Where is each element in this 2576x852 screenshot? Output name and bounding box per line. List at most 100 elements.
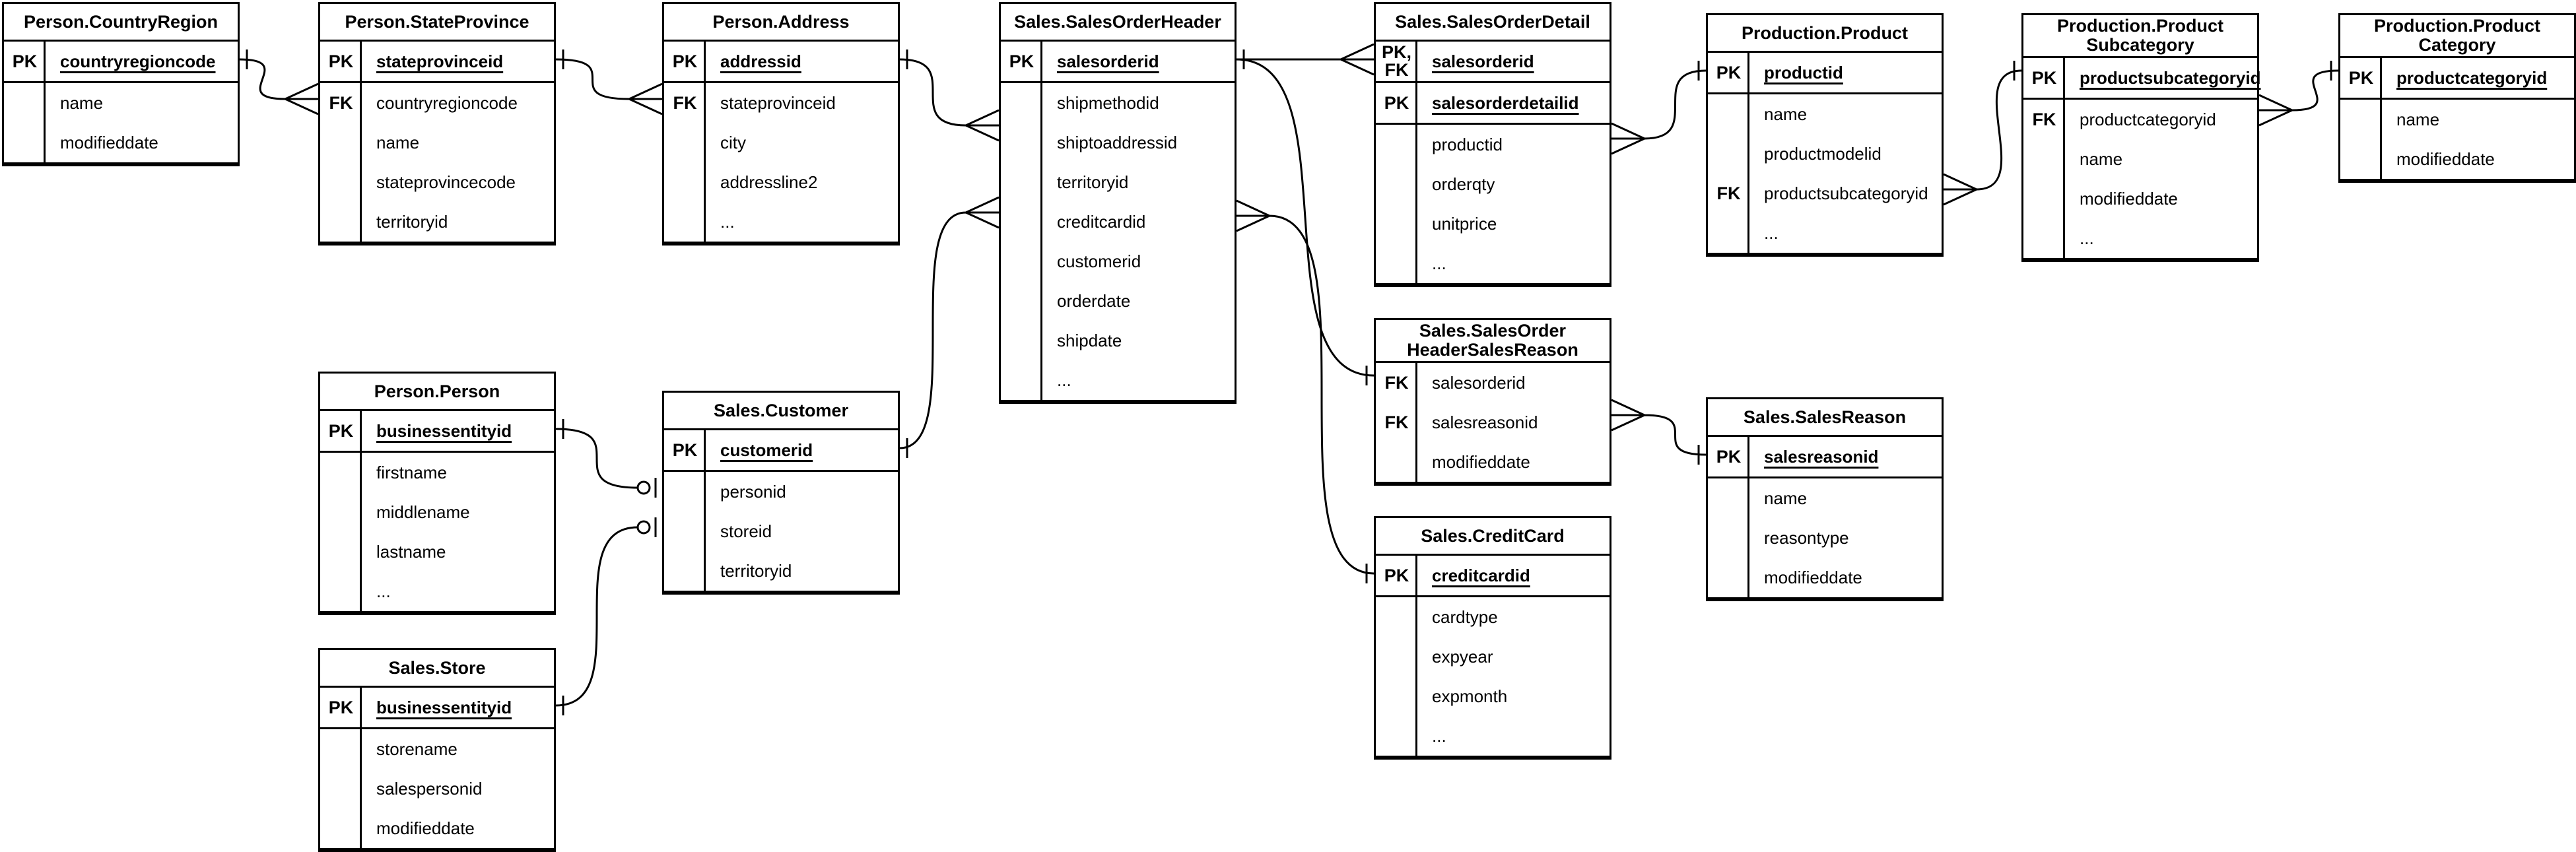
key-label: PK [2031,67,2057,88]
field-name: modifieddate [376,818,475,838]
field-name: name [2080,148,2123,169]
key-label: PK [1716,62,1742,82]
field-name: storename [376,738,458,759]
pk-field-name: businessentityid [376,697,512,717]
field-name: name [2396,109,2440,129]
key-column-divider [360,688,362,850]
field-name: shiptoaddressid [1057,132,1178,152]
field-row: personid [664,472,898,511]
field-row: expmonth [1376,676,1610,716]
field-row: middlename [320,492,554,532]
field-name: orderqty [1432,174,1495,194]
field-row: ... [320,572,554,611]
field-row: territoryid [664,551,898,591]
key-label: PK [328,51,354,71]
pk-field-name: productcategoryid [2396,67,2548,88]
table-title: Sales.SalesOrderDetail [1376,4,1610,42]
table-title-line: Category [2418,35,2496,55]
table-title: Production.Product [1708,15,1942,53]
table-title: Person.Person [320,374,554,411]
key-label: PK [1384,565,1409,585]
field-row: storename [320,729,554,769]
field-name: firstname [376,462,447,482]
pk-field-name: salesreasonid [1764,446,1879,467]
key-label: PK [12,51,38,71]
field-row: PK productid [1708,53,1942,92]
table-title: Person.Address [664,4,898,42]
table-title-line: Person.Person [374,381,500,401]
field-row: name [2340,100,2574,139]
zero-or-one-circle [636,480,651,495]
field-row: territoryid [320,202,554,242]
key-label: FK [673,92,697,113]
field-row: orderqty [1376,164,1610,204]
field-row: salespersonid [320,769,554,808]
field-row: name [320,123,554,162]
field-name: stateprovincecode [376,172,516,192]
field-name: ... [1764,222,1779,243]
field-name: shipdate [1057,330,1122,350]
table-title: Person.CountryRegion [4,4,238,42]
key-column-divider [704,430,706,593]
connector-Sales-SalesOrderDetail-Production-Product [1611,61,1707,155]
table-title-line: Production.Product [2057,16,2223,36]
field-name: ... [720,211,735,232]
table-title: Sales.SalesOrderHeader [1001,4,1235,42]
key-label: PK [1009,51,1034,71]
table-title-line: Production.Product [2374,16,2540,36]
table-title-line: Person.Address [712,11,850,32]
key-section: PK productid [1708,53,1942,94]
connector-Person-StateProvince-Person-Address [555,49,663,115]
connector-Sales-SalesOrderHeader-Sales-CreditCard [1236,199,1374,583]
field-row: productmodelid [1708,134,1942,174]
field-name: productmodelid [1764,143,1881,164]
field-name: lastname [376,541,446,562]
field-row: modifieddate [1376,442,1610,482]
field-row: storeid [664,511,898,551]
pk-field-name: productid [1764,62,1843,82]
field-name: storeid [720,521,772,541]
field-row: unitprice [1376,204,1610,244]
field-row: modifieddate [2340,139,2574,179]
field-name: salesreasonid [1432,412,1538,432]
field-row: ... [1376,716,1610,756]
field-name: addressline2 [720,172,818,192]
field-row: name [1708,478,1942,518]
key-column-divider [1747,437,1749,599]
key-column-divider [1415,363,1417,484]
field-row: ... [1708,213,1942,253]
table-title-line: Production.Product [1742,22,1908,43]
key-label: PK [672,440,698,460]
pk-field-name: addressid [720,51,801,71]
connector-Sales-SalesOrderHeader-Sales-SalesOrderDetail [1237,43,1374,76]
field-name: middlename [376,502,470,522]
pk-field-name: salesorderid [1057,51,1159,71]
field-name: personid [720,481,786,502]
field-name: unitprice [1432,213,1497,234]
key-column-divider [1415,42,1417,285]
field-name: salespersonid [376,778,483,799]
